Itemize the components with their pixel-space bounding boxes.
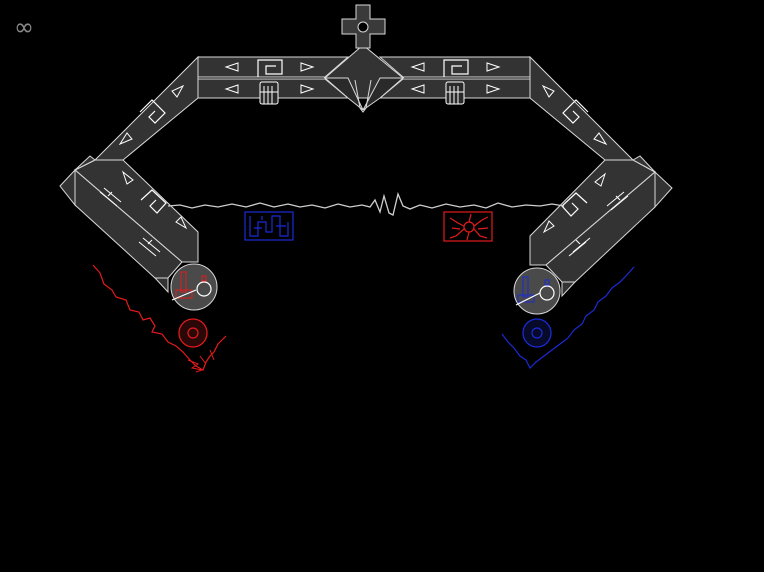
left-frame-arm: [59, 55, 199, 294]
left-arm-arrows: [118, 84, 188, 230]
greek-key-icon: [257, 59, 469, 77]
red-potion-tower-icon[interactable]: [170, 263, 218, 311]
blue-ring-icon[interactable]: [522, 318, 552, 348]
right-arm-slots: [568, 191, 629, 257]
infinite-counter: ∞: [14, 13, 34, 41]
left-arm-slots: [99, 187, 161, 257]
red-ring-icon[interactable]: [178, 318, 208, 348]
center-waveform: [167, 191, 565, 216]
red-crack-glyph-icon: [443, 211, 493, 242]
blue-energy-trail: [501, 266, 635, 370]
cross-emblem-icon: [341, 4, 386, 49]
greek-key-icon: [561, 99, 589, 217]
top-frame-bar: [197, 44, 531, 113]
right-arm-arrows: [541, 84, 608, 234]
top-bar-arrows: [224, 62, 501, 94]
right-frame-arm: [529, 55, 673, 298]
red-energy-spark: [187, 349, 215, 373]
fist-icon: [259, 81, 465, 105]
red-energy-trail: [92, 264, 227, 371]
greek-key-icon: [139, 99, 167, 214]
blue-maze-glyph-icon: [244, 211, 294, 241]
blue-potion-tower-icon[interactable]: [513, 267, 561, 315]
